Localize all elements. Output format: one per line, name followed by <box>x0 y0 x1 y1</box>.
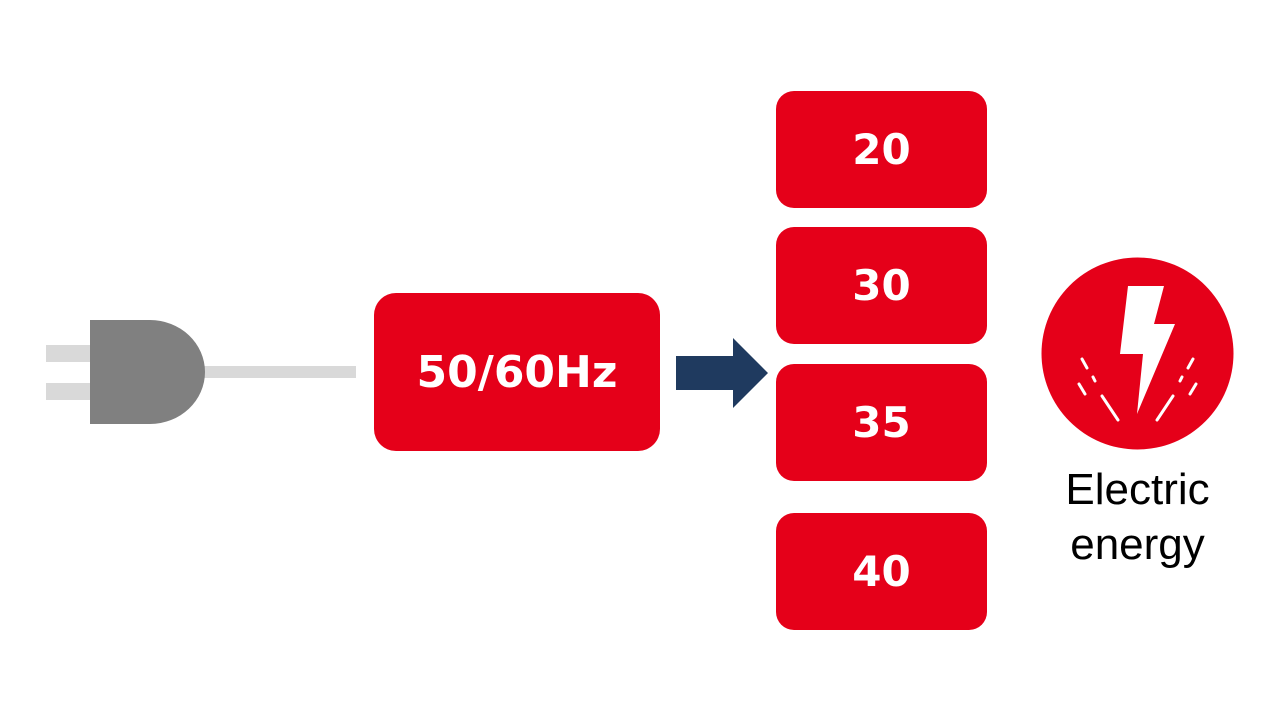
electric-energy-line2: energy <box>1070 520 1205 569</box>
electric-energy-label: Electric energy <box>1030 462 1245 572</box>
arrow-right-icon <box>676 338 768 408</box>
value-box-35: 35 <box>776 364 987 481</box>
plug-icon <box>46 320 356 424</box>
frequency-box: 50/60Hz <box>374 293 660 451</box>
value-box-40: 40 <box>776 513 987 630</box>
electric-energy-line1: Electric <box>1065 465 1210 514</box>
lightning-icon <box>1041 257 1234 450</box>
value-box-20: 20 <box>776 91 987 208</box>
value-box-30: 30 <box>776 227 987 344</box>
